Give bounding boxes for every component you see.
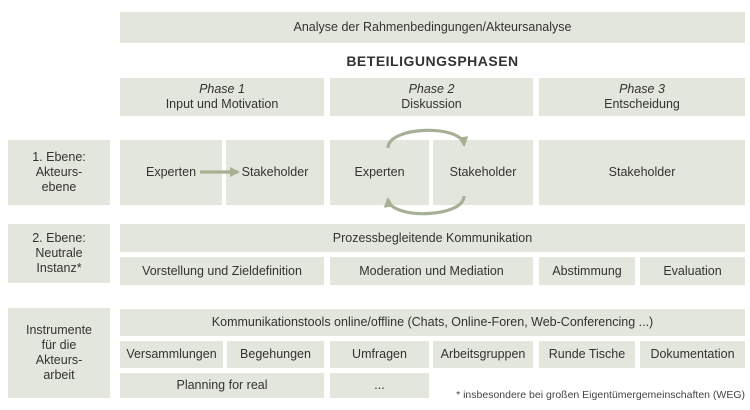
tool-item-box: Runde Tische [539,341,635,368]
phase-2-name: Phase 2 [408,82,455,96]
phase-2-label: Diskussion [401,97,462,111]
phase-2-experts-label: Experten [354,165,405,179]
phase-1-label: Input und Motivation [165,97,279,111]
analysis-bar-label: Analyse der Rahmenbedingungen/Akteursana… [293,20,572,34]
communication-item-label: Abstimmung [552,263,622,278]
tool-item-label: Arbeitsgruppen [440,347,526,361]
phase-2-stakeholder-label: Stakeholder [449,165,517,179]
phase-3-stakeholder-box: Stakeholder [539,140,745,205]
communication-header-box: Prozessbegleitende Kommunikation [120,224,745,252]
communication-header-label: Prozessbegleitende Kommunikation [332,230,533,245]
phase-3-label: Entscheidung [604,97,680,111]
phase-3-stakeholder-label: Stakeholder [608,165,676,179]
phase-2-experts-box: Experten [330,140,429,205]
level-2-label-text: 2. Ebene: Neutrale Instanz* [32,231,86,275]
phase-1-name: Phase 1 [199,82,245,96]
phase-3-name: Phase 3 [619,82,665,96]
level-2-label: 2. Ebene: Neutrale Instanz* [8,224,110,283]
communication-item-label: Moderation und Mediation [359,263,504,278]
phase-1-experts-label: Experten [145,165,197,179]
tool-item-label: Umfragen [352,347,407,361]
communication-item-box: Evaluation [640,257,745,285]
tool-item-label: Dokumentation [650,347,735,361]
analysis-bar: Analyse der Rahmenbedingungen/Akteursana… [120,12,745,43]
diagram-title: BETEILIGUNGSPHASEN [346,53,519,69]
tool-item-label: Planning for real [176,378,268,392]
tool-item-label: Versammlungen [126,347,217,361]
communication-item-box: Abstimmung [539,257,635,285]
tools-header-box: Kommunikationstools online/offline (Chat… [120,309,745,336]
tool-item-box: Versammlungen [120,341,223,368]
tool-item-box: ... [330,373,429,398]
level-1-label-text: 1. Ebene: Akteurs-ebene [32,150,86,194]
footnote: * insbesondere bei großen Eigentümergeme… [456,389,745,401]
tool-item-box: Dokumentation [640,341,745,368]
communication-item-box: Moderation und Mediation [330,257,533,285]
tools-header-label: Kommunikationstools online/offline (Chat… [211,315,654,329]
level-1-label: 1. Ebene: Akteurs-ebene [8,140,110,205]
phase-1-stakeholder-box: Stakeholder [226,140,324,205]
tool-item-label: Runde Tische [548,347,626,361]
tool-item-label: Begehungen [240,347,311,361]
tool-item-label: ... [374,378,385,392]
tool-item-box: Begehungen [227,341,324,368]
phase-2-stakeholder-box: Stakeholder [433,140,533,205]
tool-item-box: Umfragen [330,341,429,368]
phase-3-header: Phase 3 Entscheidung [539,78,745,116]
communication-item-label: Evaluation [663,263,722,278]
phase-1-experts-box: Experten [120,140,222,205]
tool-item-box: Arbeitsgruppen [433,341,533,368]
communication-item-box: Vorstellung und Zieldefinition [120,257,324,285]
tools-label-text: Instrumente für die Akteurs-arbeit [26,323,93,382]
tools-label: Instrumente für die Akteurs-arbeit [8,308,110,398]
phase-1-header: Phase 1 Input und Motivation [120,78,324,116]
tool-item-box: Planning for real [120,373,324,398]
phase-2-header: Phase 2 Diskussion [330,78,533,116]
communication-item-label: Vorstellung und Zieldefinition [142,263,302,278]
phase-1-stakeholder-label: Stakeholder [241,165,309,179]
